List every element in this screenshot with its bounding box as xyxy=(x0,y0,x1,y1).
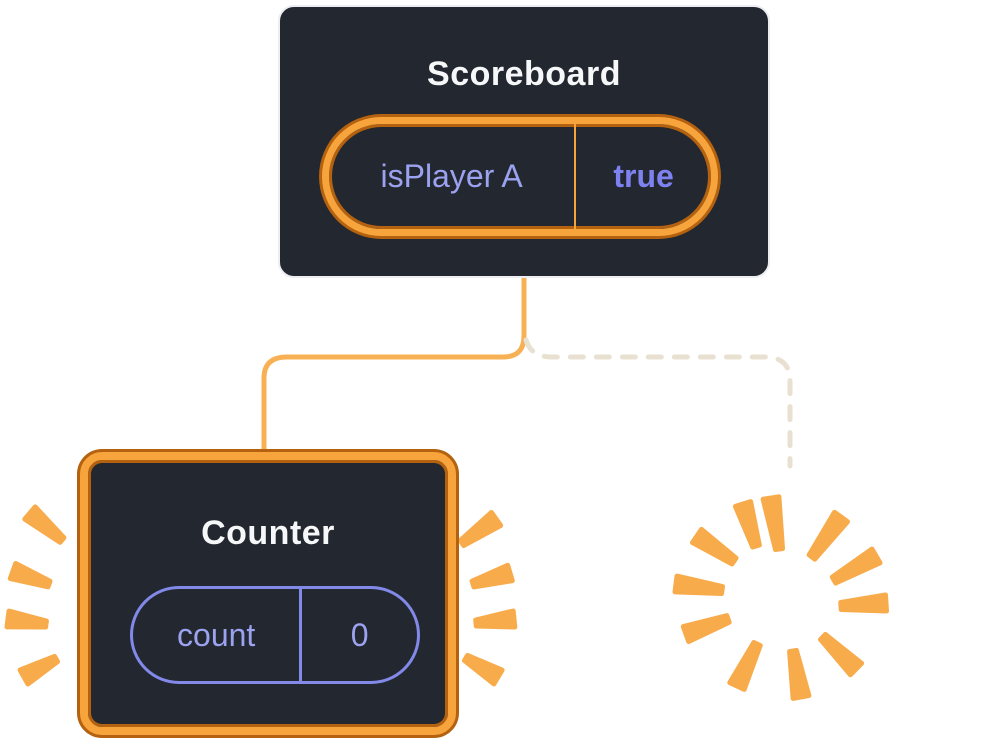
scoreboard-state-pill: isPlayer A true xyxy=(322,117,718,236)
counter-component-card: Counter count 0 xyxy=(80,452,456,735)
poof-burst-icon xyxy=(672,494,889,701)
scoreboard-state-value: true xyxy=(613,158,674,194)
scoreboard-state-label: isPlayer A xyxy=(380,158,523,194)
scoreboard-component-card: Scoreboard isPlayer A true xyxy=(278,5,770,278)
counter-state-label: count xyxy=(177,616,256,653)
pill-divider xyxy=(299,589,303,681)
scoreboard-title: Scoreboard xyxy=(427,55,621,93)
counter-state-value: 0 xyxy=(350,616,369,653)
parent-child-connector-solid xyxy=(261,274,527,459)
emphasis-rays-left-icon xyxy=(4,504,67,687)
parent-child-connector-dashed xyxy=(523,337,793,469)
counter-state-pill: count 0 xyxy=(130,586,420,684)
emphasis-rays-right-icon xyxy=(457,510,518,687)
pill-divider xyxy=(574,124,577,229)
counter-title: Counter xyxy=(201,514,335,552)
